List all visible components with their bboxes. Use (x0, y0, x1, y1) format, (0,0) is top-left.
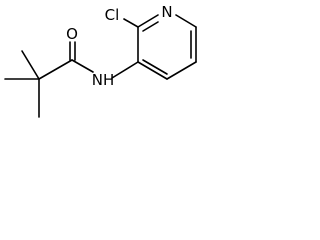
bond-ring-inner-c4-c3 (142, 59, 168, 75)
bond-ring-inner-c2-n (142, 21, 159, 32)
atom-label-chlorine: Cl (105, 6, 120, 24)
bond-ring-c2-n (137, 14, 159, 28)
bond-ring-c5-c4 (166, 61, 197, 80)
atom-label-amide-nh: NH (92, 71, 115, 89)
bond-nitrogen-ring (111, 61, 139, 79)
bond-ring-c4-c3 (137, 61, 168, 80)
bond-carbonyl-nitrogen (71, 59, 94, 73)
atom-label-pyridine-nitrogen: N (161, 3, 172, 21)
atom-label-oxygen: O (66, 25, 78, 43)
bonds (4, 14, 197, 118)
bond-tbu-carbonyl (38, 59, 73, 80)
bond-tbu-methyl-top (21, 50, 40, 80)
structure-diagram: O Cl N NH (4, 3, 197, 118)
bond-ring-chlorine (123, 18, 139, 28)
atom-labels: O Cl N NH (66, 3, 173, 89)
bond-ring-n-c6 (175, 14, 197, 28)
